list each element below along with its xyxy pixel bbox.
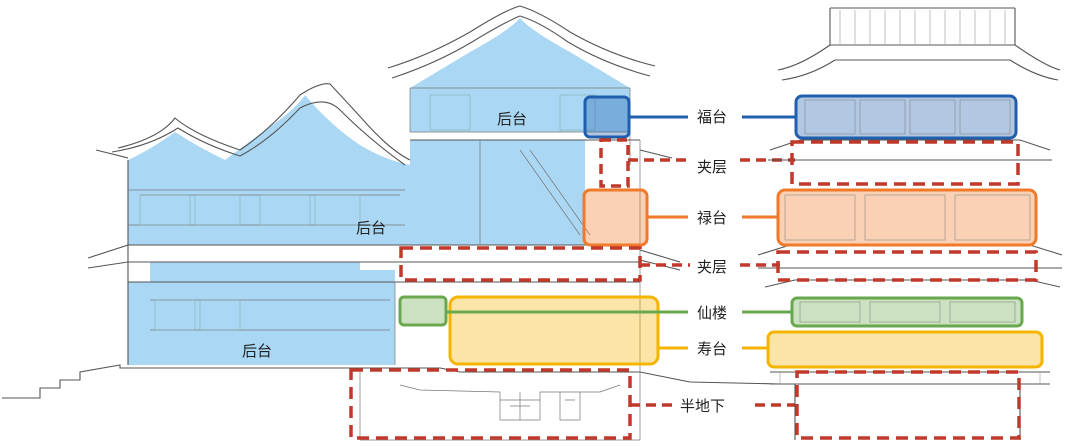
xian-lou-box-section [398, 295, 448, 327]
lu-tai-box-elevation [776, 188, 1038, 247]
legend-mezzanine-lower: 夹层 [697, 258, 727, 276]
basement-box-elevation [795, 370, 1021, 440]
legend-xian-lou: 仙楼 [697, 304, 727, 322]
legend-fu-tai: 福台 [697, 108, 727, 126]
legend: 福台 夹层 禄台 夹层 仙楼 寿台 半地下 [446, 108, 795, 415]
back-stage-lower-fill [128, 262, 395, 365]
mezzanine-upper-box-elevation [790, 140, 1020, 186]
back-stage-lower-label: 后台 [242, 342, 272, 360]
legend-basement: 半地下 [680, 397, 725, 415]
mezzanine-lower-box-section [399, 246, 642, 282]
mezzanine-lower-box-elevation [776, 250, 1038, 282]
elevation-drawing [757, 7, 1063, 440]
mezzanine-upper-box-section [599, 138, 630, 188]
back-stage-upper-fill [410, 18, 630, 132]
back-stage-middle-fill [128, 95, 585, 245]
legend-mezzanine-upper: 夹层 [697, 158, 727, 176]
legend-lu-tai: 禄台 [697, 209, 727, 227]
legend-shou-tai: 寿台 [697, 340, 727, 358]
back-stage-middle-label: 后台 [356, 219, 386, 237]
xian-lou-box-elevation [790, 296, 1024, 328]
shou-tai-box-elevation [766, 330, 1044, 369]
basement-box-section [349, 368, 632, 440]
back-stage-upper-label: 后台 [497, 110, 527, 128]
fu-tai-box-elevation [794, 94, 1018, 140]
section-drawing: 后台 后台 后台 [2, 5, 781, 441]
lu-tai-box-section [582, 188, 649, 247]
shou-tai-box-section [448, 295, 660, 366]
fu-tai-box-section [583, 95, 631, 139]
